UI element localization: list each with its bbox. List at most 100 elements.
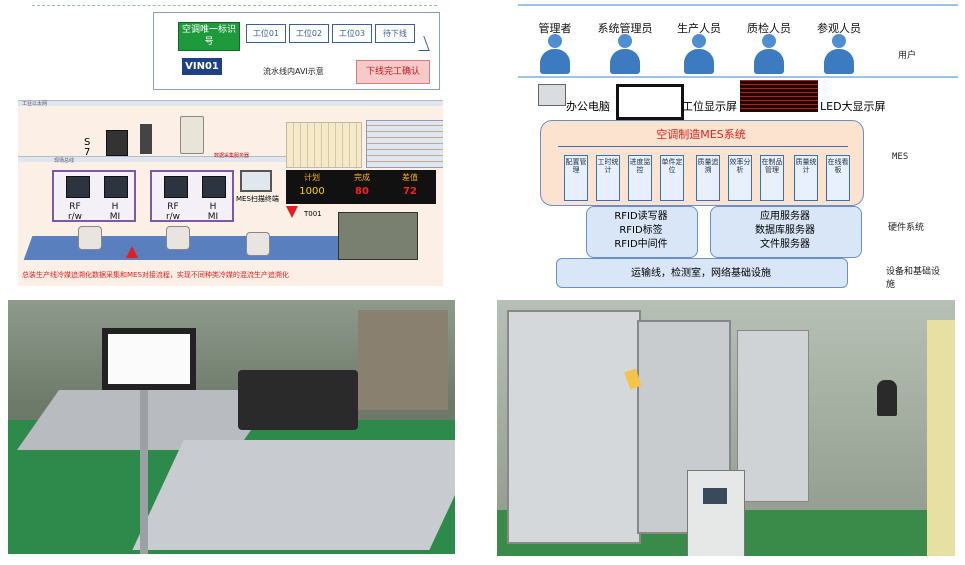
app-server-text: 应用服务器 [760, 211, 810, 222]
board-value-done: 80 [355, 186, 369, 197]
db-server-text: 数据库服务器 [755, 225, 815, 236]
up-arrow-icon [126, 246, 138, 258]
module-progress[interactable]: 进度监控 [628, 155, 652, 201]
hmi-icon [202, 176, 226, 198]
module-quality-stats[interactable]: 质量统计 [794, 155, 818, 201]
avi-frame [153, 12, 440, 90]
vin-button[interactable]: VIN01 [182, 58, 222, 75]
workstation-1[interactable]: 工位01 [246, 24, 286, 43]
infra-text: 运输线，检测室，网络基础设施 [631, 268, 771, 279]
device-station-display: 工位显示屏 [682, 100, 737, 113]
office-pc-icon [538, 84, 566, 106]
divider [518, 4, 958, 6]
board-header-done: 完成 [354, 173, 370, 182]
test-line-photo [497, 300, 955, 556]
production-board [286, 170, 436, 204]
layer-hw-label: 硬件系统 [888, 223, 925, 233]
user-visitor-label: 参观人员 [817, 22, 861, 35]
rfid-tag-text: RFID标签 [619, 225, 663, 236]
server-box [710, 206, 862, 258]
rfid-box [586, 206, 698, 258]
infra-box [556, 258, 848, 288]
hmi-icon [104, 176, 128, 198]
module-kanban[interactable]: 在线看板 [826, 155, 850, 201]
module-config[interactable]: 配置管理 [564, 155, 588, 201]
board-header-diff: 差值 [402, 173, 418, 182]
footer-caption: 总装生产线冷媒追溯化数据采集和MES对接流程，实现不同种类冷媒的混流生产追溯化 [22, 271, 289, 279]
offline-confirm-button[interactable]: 下线完工确认 [356, 60, 430, 84]
layer-infra-label: 设备和基础设施 [886, 267, 941, 290]
display-pole [140, 390, 148, 554]
divider [518, 76, 958, 78]
controller-icon [140, 124, 152, 154]
board-value-plan: 1000 [299, 186, 325, 197]
board-header-plan: 计划 [304, 173, 320, 182]
user-icon [682, 34, 716, 74]
rfid-reader-icon [66, 176, 90, 198]
rfid-reader-icon [164, 176, 188, 198]
fieldbus-strip [18, 156, 308, 162]
frame-line [32, 5, 437, 7]
led-screen-icon [740, 80, 818, 112]
device-office-pc: 办公电脑 [566, 100, 610, 113]
down-arrow-icon [286, 206, 298, 218]
layer-users-label: 用户 [898, 51, 917, 61]
display-screen-icon [102, 328, 196, 390]
rfid-left-label: RF r/w [67, 202, 83, 222]
module-hours[interactable]: 工时统计 [596, 155, 620, 201]
ethernet-strip [18, 100, 443, 106]
rfid-reader-text: RFID读写器 [614, 211, 668, 222]
compressor-unit [238, 370, 358, 430]
avi-caption: 流水线内AVI示意 [263, 67, 324, 76]
file-server-text: 文件服务器 [760, 239, 810, 250]
cabinet-screen [703, 488, 727, 504]
server-caption: 数据采集服务器 [214, 153, 250, 159]
workstation-2[interactable]: 工位02 [289, 24, 329, 43]
rfid-right-label: RF r/w [165, 202, 181, 222]
device-led-screen: LED大显示屏 [820, 100, 886, 113]
ac-unit [507, 310, 641, 544]
user-icon [538, 34, 572, 74]
unit-icon [166, 226, 190, 250]
computer-icon [240, 170, 272, 192]
unit-icon [78, 226, 102, 250]
radiator-panel [358, 310, 448, 410]
unit-icon [246, 232, 270, 256]
module-bus [558, 146, 848, 147]
yellow-wall [927, 320, 955, 556]
hmi-left-label: H MI [109, 202, 121, 222]
tag-label: T001 [304, 210, 322, 218]
module-wip[interactable]: 在制品管理 [760, 155, 784, 201]
mes-terminal-label: MES扫描终端 [236, 195, 279, 203]
rfid-middleware-text: RFID中间件 [614, 239, 668, 250]
user-icon [822, 34, 856, 74]
assembly-line-photo [8, 300, 455, 554]
photo-thumbnail [338, 212, 418, 260]
ethernet-label: 工业以太网 [22, 101, 48, 107]
mes-title: 空调制造MES系统 [656, 128, 746, 141]
control-cabinet [687, 470, 745, 556]
user-qc-label: 质检人员 [747, 22, 791, 35]
user-icon [608, 34, 642, 74]
user-icon [752, 34, 786, 74]
fieldbus-label: 现场总线 [54, 158, 75, 164]
ac-unit [737, 330, 809, 502]
workstation-offline[interactable]: 待下线 [375, 24, 415, 43]
plc-icon [106, 130, 128, 156]
module-locate[interactable]: 单件定位 [660, 155, 684, 201]
user-production-label: 生产人员 [677, 22, 721, 35]
conveyor-rail [132, 440, 455, 550]
s7-label: S 7 [84, 137, 91, 158]
chart-thumbnail [286, 122, 362, 168]
module-efficiency[interactable]: 效率分析 [728, 155, 752, 201]
user-manager-label: 管理者 [538, 22, 572, 35]
workstation-3[interactable]: 工位03 [332, 24, 372, 43]
avi-line-diagram: 空调唯一标识号 工位01 工位02 工位03 待下线 VIN01 流水线内AVI… [18, 0, 443, 290]
board-value-diff: 72 [403, 186, 417, 197]
user-sysadmin-label: 系统管理员 [597, 22, 653, 35]
product-id-button[interactable]: 空调唯一标识号 [178, 22, 240, 51]
layer-mes-label: MES [892, 152, 909, 162]
chart-thumbnail [366, 120, 443, 168]
module-trace[interactable]: 质量追溯 [696, 155, 720, 201]
mes-architecture-diagram: 管理者 系统管理员 生产人员 质检人员 参观人员 用户 办公电脑 工位显示屏 L… [500, 0, 965, 295]
